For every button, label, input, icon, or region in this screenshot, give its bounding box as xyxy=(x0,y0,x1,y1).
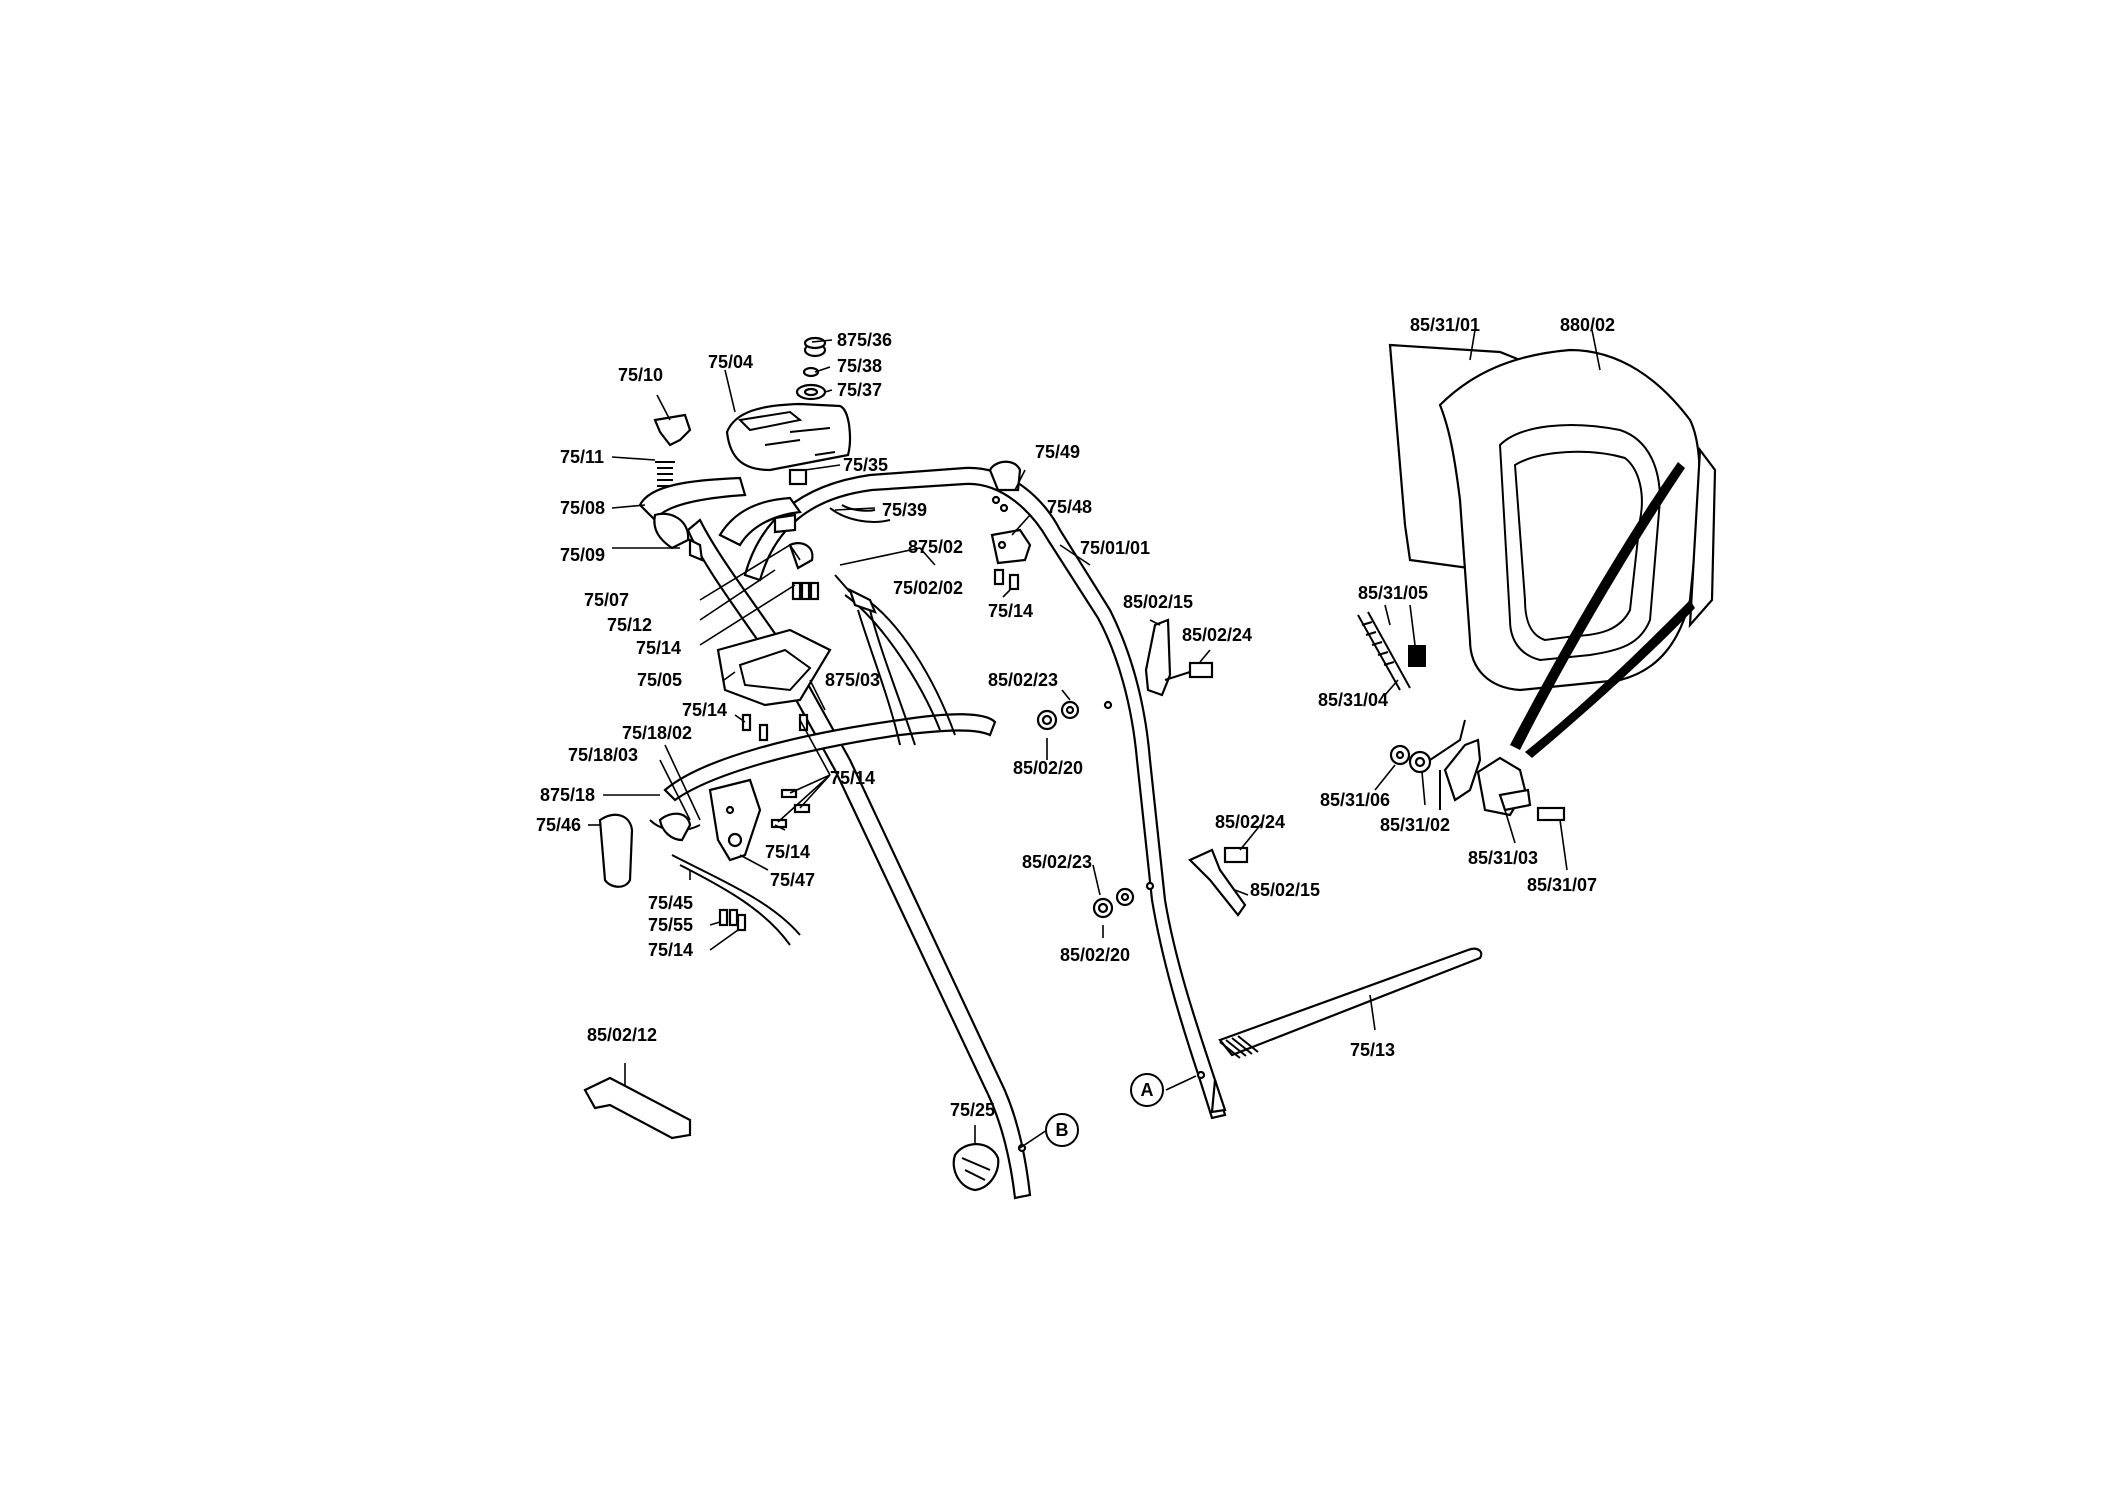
part-label: 75/37 xyxy=(837,380,883,400)
part-label: 85/02/24 xyxy=(1215,812,1286,832)
control-housing xyxy=(716,402,851,707)
part-label: 85/31/03 xyxy=(1468,848,1539,868)
part-label: 85/31/06 xyxy=(1320,790,1391,810)
part-label: 85/02/20 xyxy=(1013,758,1084,778)
part-label: 875/03 xyxy=(825,670,881,690)
part-label: 75/38 xyxy=(837,356,883,376)
part-label: 875/18 xyxy=(540,785,596,805)
part-label: 875/02 xyxy=(908,537,964,557)
part-label: 75/18/03 xyxy=(568,745,639,765)
hex-key xyxy=(583,1076,692,1140)
part-label: 75/14 xyxy=(765,842,811,862)
part-label: 75/14 xyxy=(648,940,694,960)
part-label: 75/35 xyxy=(843,455,889,475)
lower-left-parts xyxy=(598,778,801,946)
part-label: 75/14 xyxy=(988,601,1034,621)
lever-parts xyxy=(638,413,747,562)
bag-fixing-parts xyxy=(1357,611,1566,822)
part-label: 880/02 xyxy=(1560,315,1616,335)
reference-marker-a: A xyxy=(1130,1073,1164,1107)
main-handle xyxy=(663,466,1227,1200)
part-label: 85/02/20 xyxy=(1060,945,1131,965)
part-label: 85/02/12 xyxy=(587,1025,658,1045)
leader-lines xyxy=(588,329,1601,1149)
part-label: 75/09 xyxy=(560,545,606,565)
part-label: 85/02/23 xyxy=(1022,852,1093,872)
part-label: 75/45 xyxy=(648,893,694,913)
part-label: 875/36 xyxy=(837,330,893,350)
part-label: 85/31/04 xyxy=(1318,690,1389,710)
part-label: 75/07 xyxy=(584,590,630,610)
part-label: 85/31/05 xyxy=(1358,583,1429,603)
part-label: 85/02/15 xyxy=(1250,880,1321,900)
part-label: 75/08 xyxy=(560,498,606,518)
part-label: 75/55 xyxy=(648,915,694,935)
part-label: 85/31/07 xyxy=(1527,875,1598,895)
part-label: 75/18/02 xyxy=(622,723,693,743)
part-label: 75/13 xyxy=(1350,1040,1396,1060)
rod xyxy=(1218,947,1483,1059)
part-label: 75/01/01 xyxy=(1080,538,1151,558)
reference-marker-b: B xyxy=(1045,1113,1079,1147)
part-label: 75/05 xyxy=(637,670,683,690)
part-label: 75/14 xyxy=(830,768,876,788)
part-label: 75/25 xyxy=(950,1100,996,1120)
cables xyxy=(829,504,956,746)
part-label: 75/12 xyxy=(607,615,653,635)
part-label: 75/14 xyxy=(682,700,728,720)
part-label: 75/11 xyxy=(560,447,605,467)
knob-stack xyxy=(795,336,827,401)
part-label: 75/14 xyxy=(636,638,682,658)
part-label: 85/31/01 xyxy=(1410,315,1481,335)
part-label: 75/46 xyxy=(536,815,582,835)
clip-parts xyxy=(988,460,1032,591)
part-label: 75/10 xyxy=(618,365,664,385)
handle-brackets xyxy=(1036,618,1249,919)
screws xyxy=(741,581,820,829)
part-label: 75/48 xyxy=(1047,497,1093,517)
grass-bag xyxy=(1388,343,1717,758)
part-label: 85/31/02 xyxy=(1380,815,1451,835)
part-label: 75/04 xyxy=(708,352,754,372)
part-label: 85/02/15 xyxy=(1123,592,1194,612)
part-label: 75/49 xyxy=(1035,442,1081,462)
knob-75-25 xyxy=(952,1143,1000,1192)
part-label: 75/02/02 xyxy=(893,578,964,598)
part-label: 75/47 xyxy=(770,870,816,890)
part-label: 85/02/23 xyxy=(988,670,1059,690)
part-label: 75/39 xyxy=(882,500,928,520)
part-label: 85/02/24 xyxy=(1182,625,1253,645)
